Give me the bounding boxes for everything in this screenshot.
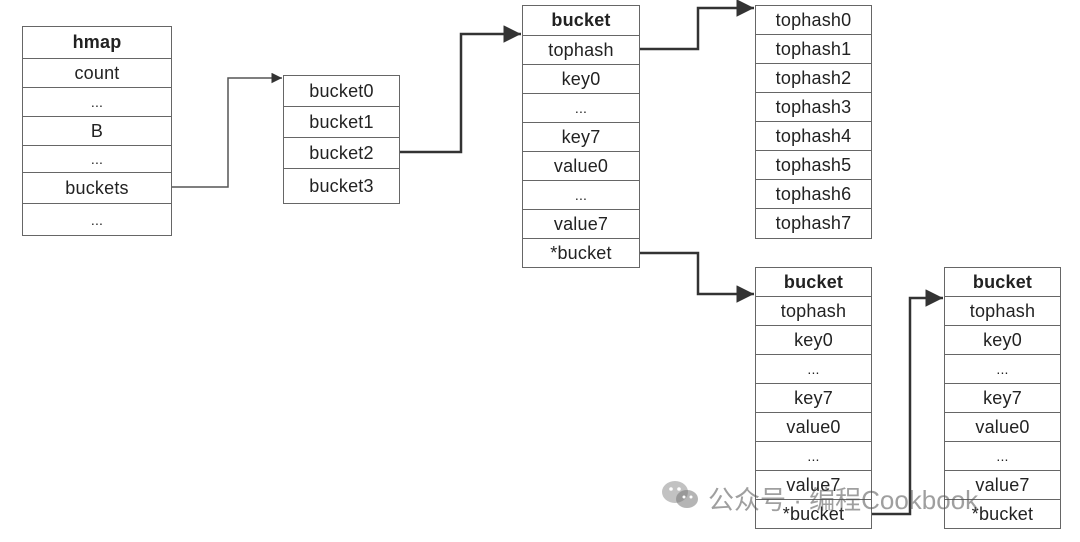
bucket-header: bucket <box>523 6 639 36</box>
buckets-to-array-arrow <box>172 72 282 188</box>
tophash-item: tophash4 <box>756 122 871 151</box>
bucket-field-key0: key0 <box>523 65 639 94</box>
bucket-header: bucket <box>945 268 1060 297</box>
bucket-field-key0: key0 <box>756 326 871 355</box>
bucket-field-ellipsis: ... <box>523 181 639 210</box>
bucket-field-tophash: tophash <box>756 297 871 326</box>
tophash-item: tophash6 <box>756 180 871 209</box>
bucket-field-key0: key0 <box>945 326 1060 355</box>
bucket-field-value7: value7 <box>756 471 871 500</box>
bucket-field-value7: value7 <box>945 471 1060 500</box>
tophash-item: tophash2 <box>756 64 871 93</box>
bucket-field-ellipsis: ... <box>945 355 1060 384</box>
buckets-array-item: bucket2 <box>284 138 399 169</box>
buckets-array-item: bucket0 <box>284 76 399 107</box>
tophash-item: tophash1 <box>756 35 871 64</box>
bucket-struct-b: bucket tophash key0 ... key7 value0 ... … <box>755 267 872 529</box>
bucket-field-value7: value7 <box>523 210 639 239</box>
bucket-struct-a: bucket tophash key0 ... key7 value0 ... … <box>522 5 640 268</box>
hmap-field-ellipsis: ... <box>90 211 104 228</box>
tophash-item: tophash7 <box>775 213 852 233</box>
buckets-array-item: bucket3 <box>309 175 374 196</box>
overflow-to-bucket-b-arrow <box>640 251 754 303</box>
tophash-to-list-arrow <box>640 0 754 51</box>
tophash-item: tophash3 <box>756 93 871 122</box>
bucket-field-overflow: *bucket <box>971 503 1034 524</box>
buckets-array-item: bucket1 <box>284 107 399 138</box>
bucket-header: bucket <box>756 268 871 297</box>
bucket-field-overflow: *bucket <box>782 503 845 524</box>
hmap-struct: hmap count ... B ... buckets ... <box>22 26 172 236</box>
bucket-field-value0: value0 <box>756 413 871 442</box>
bucket-field-overflow: *bucket <box>550 242 612 263</box>
hmap-field-ellipsis: ... <box>23 88 171 117</box>
hmap-header: hmap <box>23 27 171 59</box>
hmap-field-ellipsis: ... <box>23 146 171 173</box>
hmap-field-buckets: buckets <box>23 173 171 204</box>
hmap-field-b: B <box>23 117 171 146</box>
buckets-array: bucket0 bucket1 bucket2 bucket3 <box>283 75 400 204</box>
bucket-field-value0: value0 <box>945 413 1060 442</box>
bucket-field-tophash: tophash <box>945 297 1060 326</box>
bucket2-to-bucket-arrow <box>400 25 521 154</box>
bucket-field-key7: key7 <box>523 123 639 152</box>
bucket-field-key7: key7 <box>756 384 871 413</box>
tophash-item: tophash0 <box>756 6 871 35</box>
bucket-field-tophash: tophash <box>523 36 639 65</box>
tophash-array: tophash0 tophash1 tophash2 tophash3 toph… <box>755 5 872 239</box>
tophash-item: tophash5 <box>756 151 871 180</box>
bucket-field-key7: key7 <box>945 384 1060 413</box>
bucket-struct-c: bucket tophash key0 ... key7 value0 ... … <box>944 267 1061 529</box>
hmap-field-count: count <box>23 59 171 88</box>
bucket-field-ellipsis: ... <box>756 355 871 384</box>
bucket-field-ellipsis: ... <box>756 442 871 471</box>
bucket-field-ellipsis: ... <box>945 442 1060 471</box>
overflow-to-bucket-c-arrow <box>872 289 943 516</box>
bucket-field-value0: value0 <box>523 152 639 181</box>
bucket-field-ellipsis: ... <box>523 94 639 123</box>
